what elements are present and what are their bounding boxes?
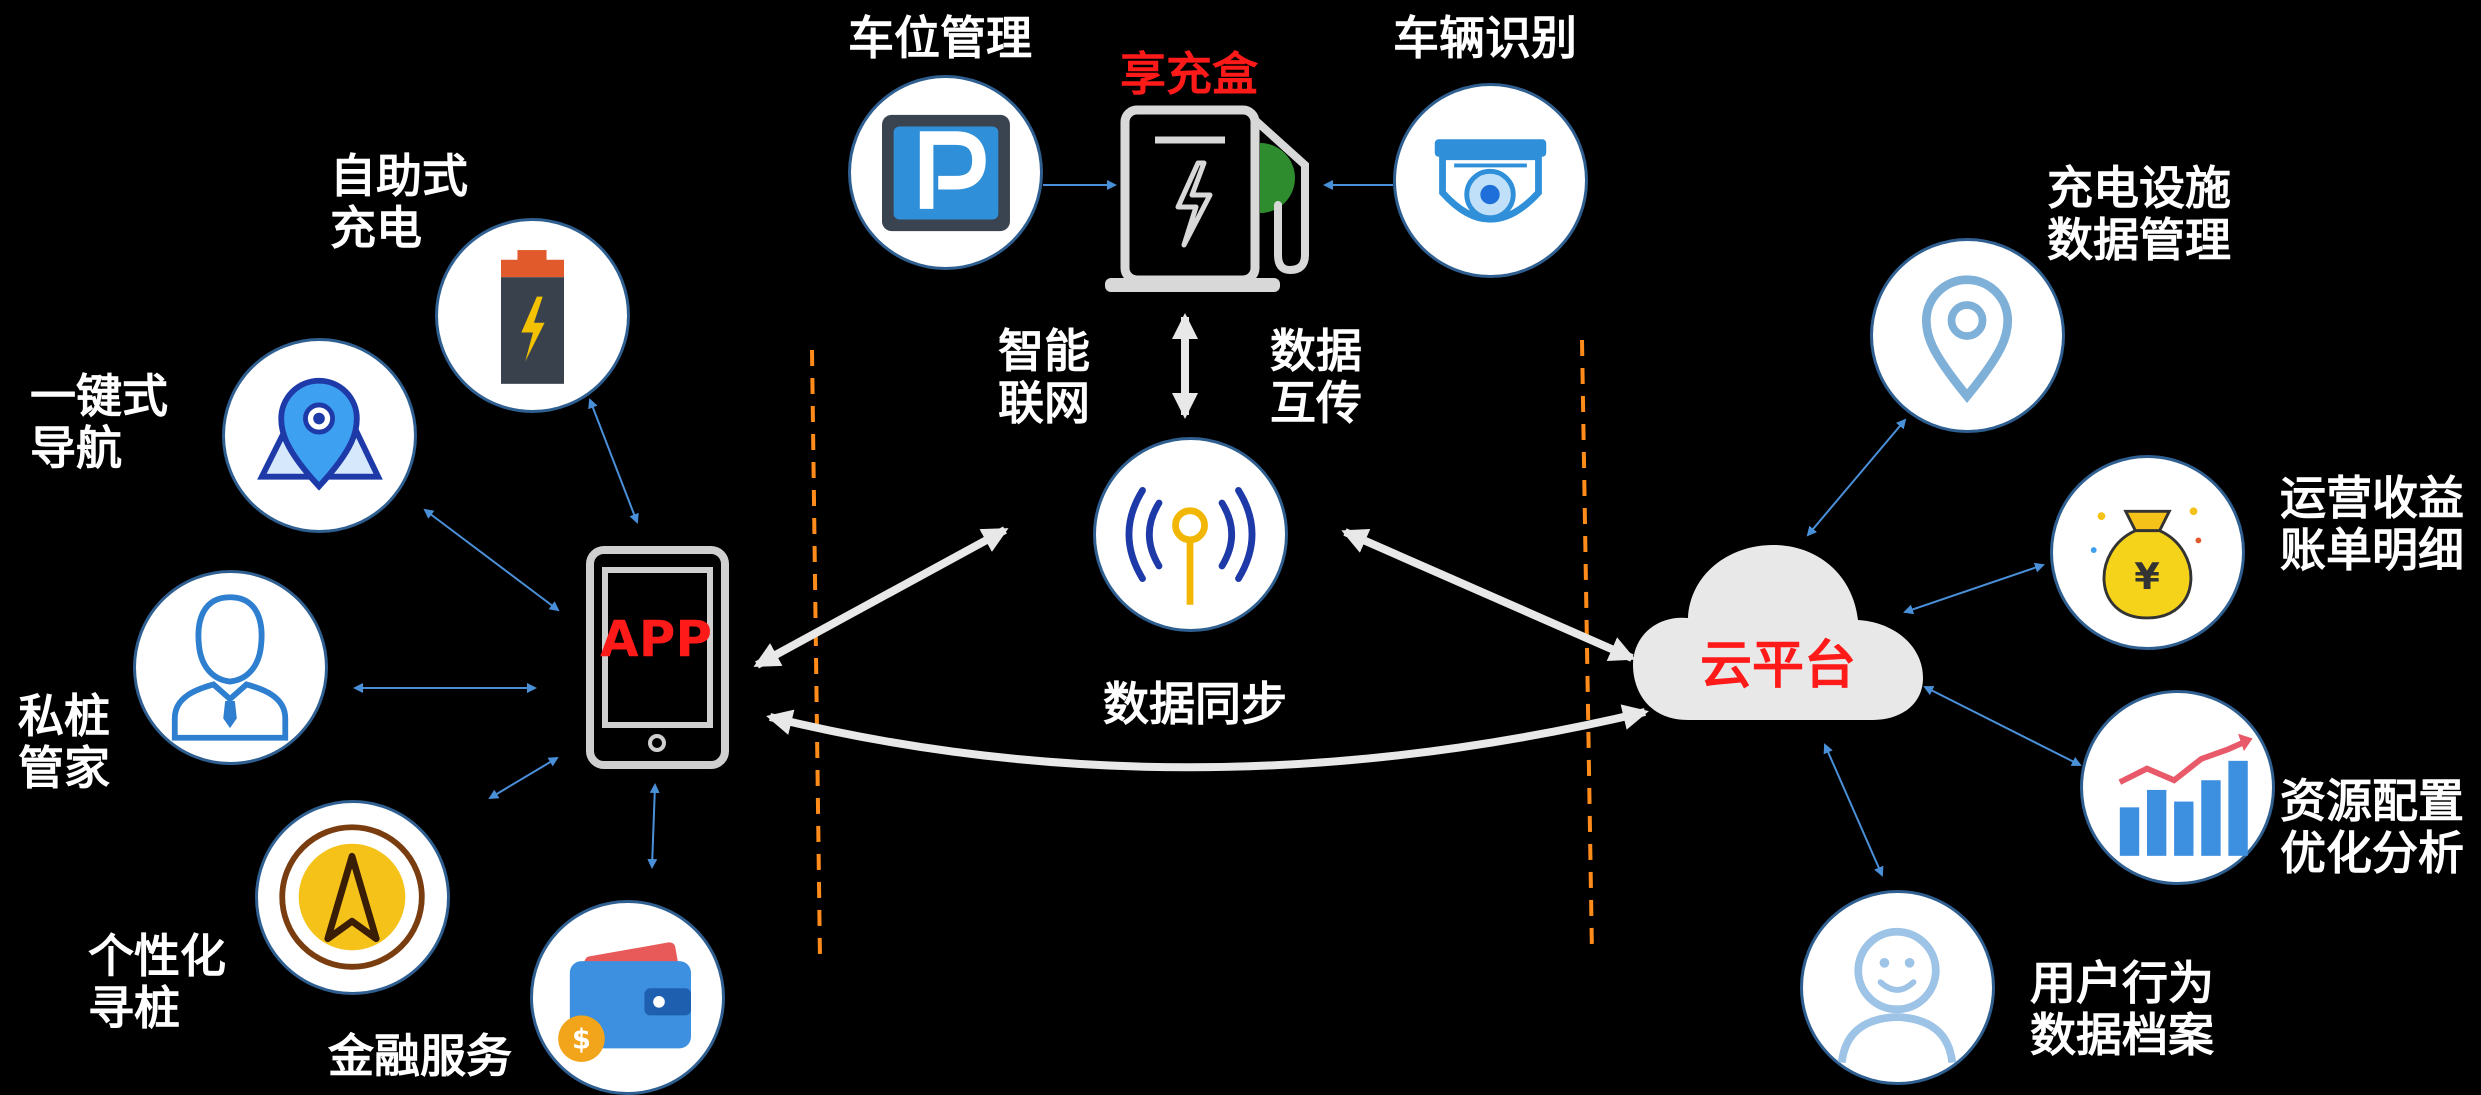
battery-icon xyxy=(501,250,564,384)
divider-right xyxy=(1580,339,1594,956)
revenue-node: ¥ xyxy=(2050,455,2245,650)
find-pile-node xyxy=(255,800,450,995)
location-pin-icon xyxy=(1921,275,2013,403)
private-pile-label: 私桩 管家 xyxy=(18,689,110,795)
facility-data-label: 充电设施 数据管理 xyxy=(2047,161,2231,267)
find-pile-label: 个性化 寻桩 xyxy=(88,929,226,1035)
map-pin-icon xyxy=(257,377,383,491)
phone-icon xyxy=(586,546,729,769)
facility-data-node xyxy=(1870,238,2065,433)
svg-text:¥: ¥ xyxy=(2134,555,2160,598)
vehicle-node xyxy=(1393,83,1588,278)
data-exchange-label: 数据 互传 xyxy=(1270,324,1362,430)
parking-icon xyxy=(882,114,1010,232)
finance-node: $ xyxy=(530,900,725,1095)
signal-node xyxy=(1093,437,1288,632)
navigation-label: 一键式 导航 xyxy=(30,369,168,475)
user-behavior-label: 用户行为 数据档案 xyxy=(2030,956,2214,1062)
parking-label: 车位管理 xyxy=(848,11,1032,65)
svg-text:$: $ xyxy=(572,1024,591,1055)
signal-tower-icon xyxy=(1125,487,1256,605)
arrow-wifi-app xyxy=(753,526,1009,669)
arrow-app-selfcharge xyxy=(588,398,639,524)
bar-chart-icon xyxy=(2118,733,2253,856)
user-icon xyxy=(171,594,289,741)
arrow-cloud-facility xyxy=(1806,418,1907,537)
wallet-icon: $ xyxy=(558,942,691,1062)
finance-label: 金融服务 xyxy=(328,1029,512,1083)
smart-network-label: 智能 联网 xyxy=(998,324,1090,430)
parking-node xyxy=(848,75,1043,270)
camera-icon xyxy=(1434,139,1547,223)
charger-icon xyxy=(1105,105,1309,292)
arrow-wifi-cloud xyxy=(1341,528,1636,662)
navigation-node xyxy=(222,338,417,533)
vehicle-label: 车辆识别 xyxy=(1393,11,1577,65)
charger-title: 享充盒 xyxy=(1120,47,1258,101)
cloud-label: 云平台 xyxy=(1700,636,1857,696)
arrow-cloud-user xyxy=(1823,743,1884,877)
app-label: APP xyxy=(600,610,712,668)
arrow-cloud-revenue xyxy=(1903,562,2045,615)
compass-icon xyxy=(279,824,425,970)
data-sync-label: 数据同步 xyxy=(1103,677,1287,731)
arrow-app-findpile xyxy=(488,756,559,800)
money-bag-icon: ¥ xyxy=(2090,507,2202,620)
self-charge-node xyxy=(435,218,630,413)
arrow-app-finance xyxy=(647,783,660,869)
arrow-app-navigation xyxy=(423,508,560,612)
smiley-user-icon xyxy=(1837,927,1957,1064)
resource-label: 资源配置 优化分析 xyxy=(2280,774,2464,880)
cloud-icon xyxy=(1633,545,1923,720)
private-pile-node xyxy=(133,570,328,765)
user-behavior-node xyxy=(1800,890,1995,1085)
self-charge-label: 自助式 充电 xyxy=(330,149,468,255)
arrow-data-sync xyxy=(766,704,1649,772)
revenue-label: 运营收益 账单明细 xyxy=(2280,471,2464,577)
arrow-cloud-resource xyxy=(1923,686,2082,766)
resource-node xyxy=(2080,690,2275,885)
divider-left xyxy=(810,349,822,961)
